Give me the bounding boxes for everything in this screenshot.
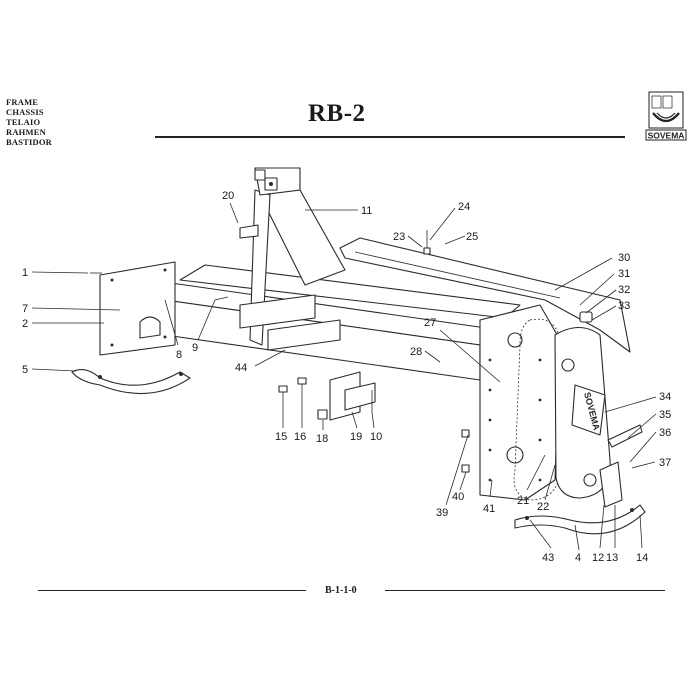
language-label: RAHMEN [6, 127, 46, 137]
brand-name: SOVEMA [648, 131, 685, 141]
page-code: B-1-1-0 [325, 585, 357, 596]
callout-15: 16 [294, 431, 306, 443]
callout-36: 35 [659, 409, 671, 421]
callout-16: 18 [316, 433, 328, 445]
callout-12: 13 [606, 552, 618, 564]
callout-43: 41 [483, 503, 495, 515]
language-label: CHASSIS [6, 107, 44, 117]
left-end-plate [99, 261, 176, 356]
brand-logo: SOVEMA [645, 91, 687, 147]
callout-40: 39 [436, 507, 448, 519]
callout-35: 34 [659, 391, 671, 403]
callout-24: 23 [393, 231, 405, 243]
language-list: FRAME CHASSIS TELAIO RAHMEN BASTIDOR [6, 97, 52, 147]
leader-lines [31, 202, 657, 551]
callout-4: 4 [575, 552, 581, 564]
callout-30: 28 [410, 346, 422, 358]
fasteners [90, 230, 470, 473]
callout-22: 43 [542, 552, 554, 564]
header-rule [155, 136, 625, 138]
fill-cap [579, 311, 593, 323]
callout-14: 15 [275, 431, 287, 443]
footer-rule-left [38, 590, 306, 592]
callout-9: 10 [370, 431, 382, 443]
callout-37: 36 [659, 427, 671, 439]
rear-hood [339, 237, 631, 353]
callout-1: 1 [22, 267, 28, 279]
callout-41: 40 [452, 491, 464, 503]
callout-31: 30 [618, 252, 630, 264]
callout-2: 2 [22, 318, 28, 330]
callout-28: 27 [424, 317, 436, 329]
callout-3: 7 [22, 303, 28, 315]
callout-13: 14 [636, 552, 648, 564]
callout-8: 9 [192, 342, 198, 354]
model-title: RB-2 [308, 100, 366, 127]
callout-5: 5 [22, 364, 28, 376]
callout-44: 44 [235, 362, 247, 374]
chain-case-cover: SOVEMA [554, 326, 611, 499]
callout-10: 11 [361, 205, 372, 217]
callout-27: 25 [466, 231, 478, 243]
callout-32: 31 [618, 268, 630, 280]
language-label: TELAIO [6, 117, 41, 127]
callout-39: 37 [659, 457, 671, 469]
left-skid [71, 369, 191, 395]
callout-25: 24 [458, 201, 470, 213]
callout-19: 20 [222, 190, 234, 202]
side-plate [479, 304, 561, 501]
callout-20: 21 [517, 495, 529, 507]
brand-logo-icon: SOVEMA [645, 91, 687, 141]
callout-33: 32 [618, 284, 630, 296]
footer-rule-right [385, 590, 665, 592]
callout-7: 8 [176, 349, 182, 361]
gasket [513, 318, 561, 501]
right-skid [514, 424, 646, 535]
callout-11: 12 [592, 552, 604, 564]
language-label: FRAME [6, 97, 39, 107]
callout-21: 22 [537, 501, 549, 513]
callout-18: 19 [350, 431, 362, 443]
callout-labels: 1 7 2 5 8 9 20 11 44 15 16 18 19 10 24 2… [22, 190, 671, 564]
callout-34: 33 [618, 300, 630, 312]
clamp-plates [239, 294, 376, 421]
language-label: BASTIDOR [6, 137, 53, 147]
